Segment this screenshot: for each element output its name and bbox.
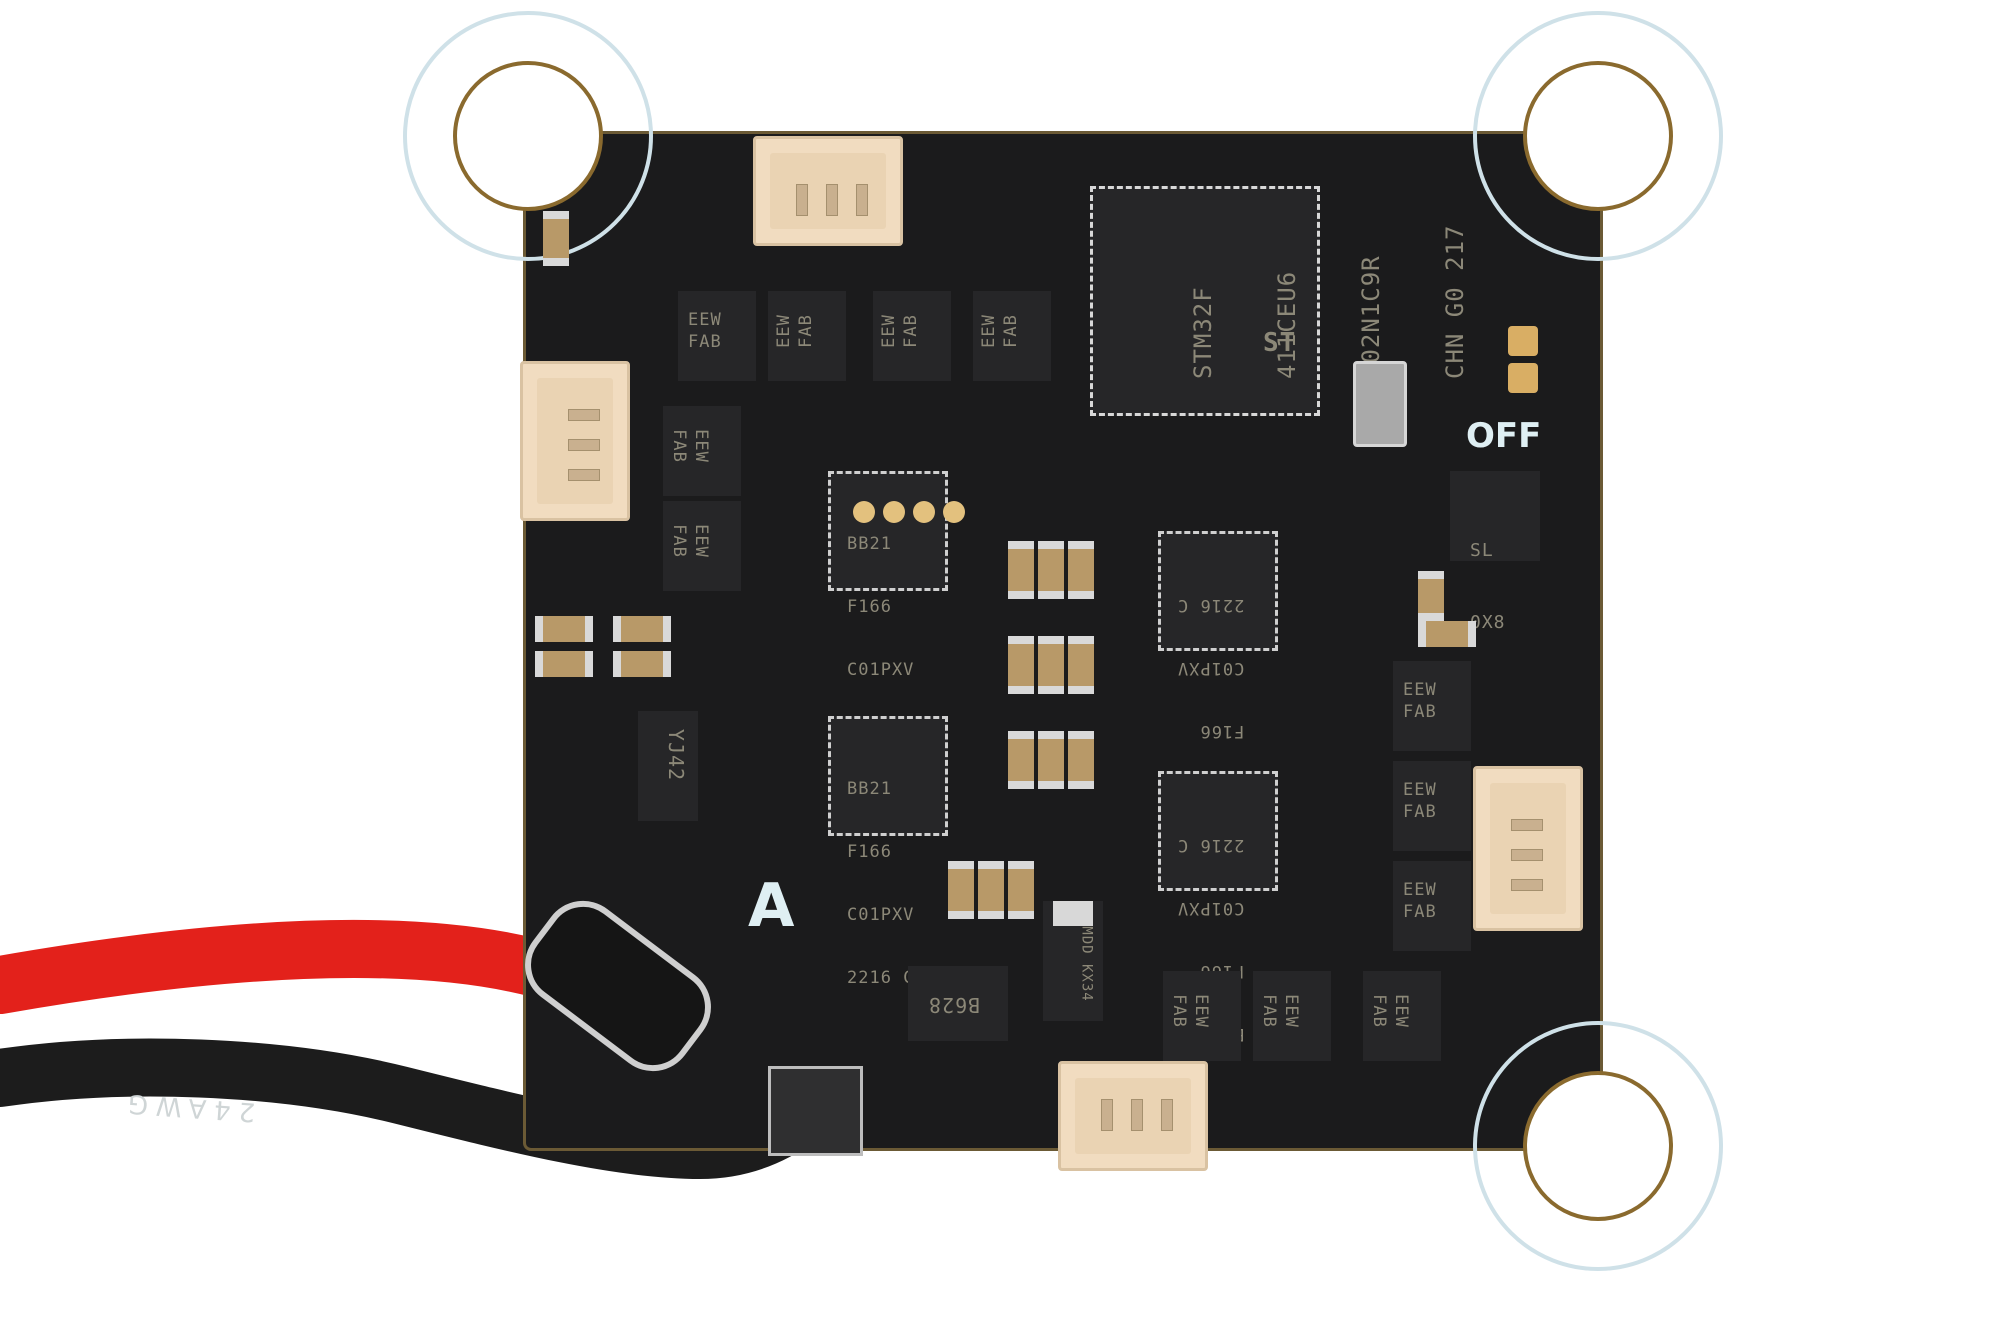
solder-pad [1508,326,1538,356]
capacitor [1008,861,1034,919]
sensor-line-1: SL [1470,540,1494,561]
solder-pad [1508,363,1538,393]
driver-line: F166 [1199,721,1245,741]
driver-chip-3: BB21 F166 C01PXV 2216 C [828,716,948,988]
capacitor [613,616,671,642]
capacitor [1068,731,1094,789]
mcu-line-4: CHN G0 217 [1441,224,1469,380]
connector-bottom [1058,1061,1208,1171]
inductor [768,1066,863,1156]
capacitor [1418,621,1476,647]
mount-ring-tr [1473,11,1723,261]
mcu-line-1: STM32F [1189,286,1217,379]
capacitor [1068,636,1094,694]
st-logo-icon: ST [1263,328,1297,358]
connector-top [753,136,903,246]
capacitor [1038,636,1064,694]
driver-line: BB21 [847,779,892,799]
connector-right [1473,766,1583,931]
capacitor [1038,731,1064,789]
driver-line: BB21 [847,534,892,554]
capacitor [1418,571,1444,621]
connector-left [520,361,630,521]
regulator-b628: B628 [908,966,1008,1041]
capacitor [1038,541,1064,599]
driver-line: C01PXV [847,660,915,680]
capacitor [1008,636,1034,694]
driver-line: 2216 C [1177,835,1245,855]
via [913,501,935,523]
driver-line: F166 [847,597,892,617]
mount-ring-br [1473,1021,1723,1271]
capacitor [978,861,1004,919]
driver-chip-4: BB21 F166 C01PXV 2216 C [1158,771,1278,1044]
mcu-chip: STM32F 411CEU6 G02N1C9R CHN G0 217 ST [1090,186,1469,416]
driver-line: C01PXV [1177,898,1245,918]
capacitor [535,616,593,642]
sensor-chip: SL 0X8 [1450,471,1540,633]
pcb-board: STM32F 411CEU6 G02N1C9R CHN G0 217 ST OF… [403,11,1723,1271]
driver-line: C01PXV [847,905,915,925]
capacitor [1008,731,1034,789]
driver-line: C01PXV [1177,658,1245,678]
diode-mdd: MDD KX34 [1043,901,1103,1021]
driver-chip-2: BB21 F166 C01PXV 2216 C [1158,531,1278,804]
via [883,501,905,523]
capacitor [1008,541,1034,599]
mount-ring-tl [403,11,653,261]
sensor-line-2: 0X8 [1470,612,1506,633]
capacitor [1068,541,1094,599]
mcu-line-3: G02N1C9R [1357,255,1385,379]
crystal [1353,361,1407,447]
brand-logo-icon: A [748,871,795,941]
driver-line: 2216 C [1177,595,1245,615]
driver-chip-1: BB21 F166 C01PXV 2216 C [828,471,948,743]
driver-line: 2216 C [847,968,915,988]
capacitor [543,211,569,266]
via [943,501,965,523]
mcu-marking: STM32F 411CEU6 G02N1C9R CHN G0 217 [1133,225,1525,380]
via [853,501,875,523]
regulator-yj42: YJ42 [638,711,698,821]
capacitor [613,651,671,677]
driver-line: F166 [847,842,892,862]
off-label: OFF [1466,416,1542,456]
capacitor [535,651,593,677]
capacitor [948,861,974,919]
usb-c-port [509,884,727,1088]
